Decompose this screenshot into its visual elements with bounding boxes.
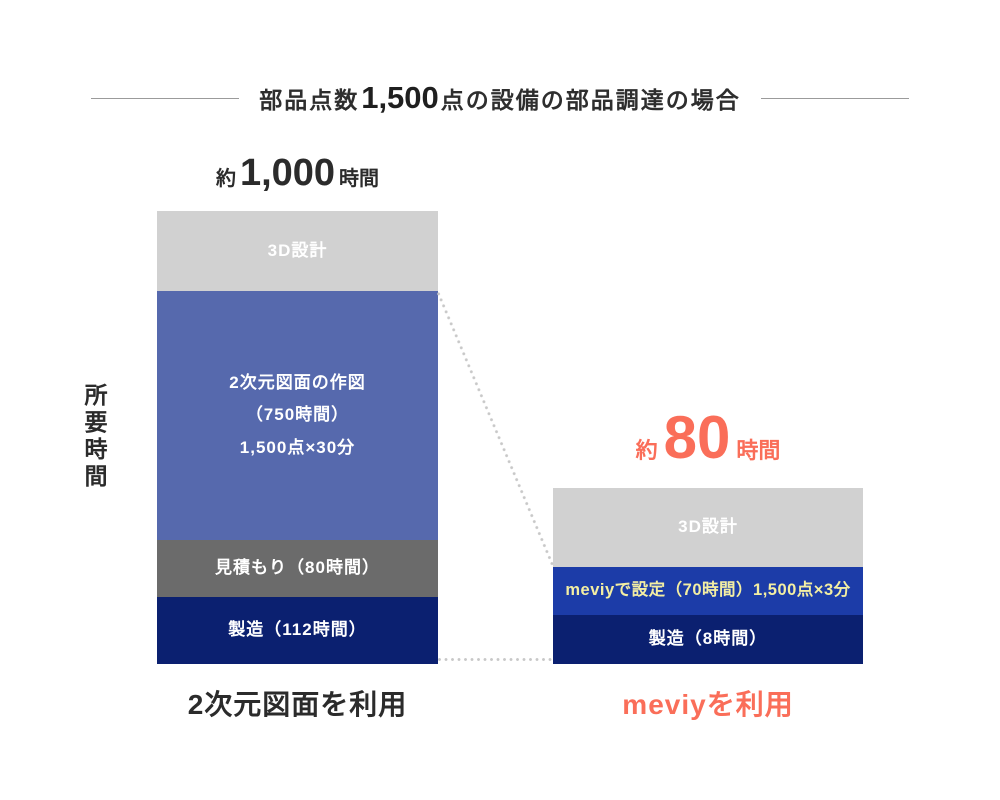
bar-meviy: 3D設計 meviyで設定（70時間）1,500点×3分 製造（8時間）	[553, 488, 863, 664]
category-label-meviy: meviyを利用	[622, 689, 794, 720]
chart-title-suffix: 点の設備の部品調達の場合	[440, 87, 741, 113]
segment-meviy-manufacturing-label: 製造（8時間）	[648, 629, 768, 649]
chart-header: 部品点数 1,500 点の設備の部品調達の場合	[0, 80, 1000, 116]
total-meviy-suffix: 時間	[736, 438, 781, 463]
total-label-meviy: 約 80 時間	[553, 408, 863, 468]
chart-title-highlight: 1,500	[361, 80, 439, 115]
segment-2d-quotation: 見積もり（80時間）	[157, 540, 438, 597]
total-meviy-value: 80	[663, 404, 731, 471]
segment-2d-drafting-line3: 1,500点×30分	[239, 437, 356, 457]
total-2d-prefix: 約	[215, 168, 236, 190]
chart-title-prefix: 部品点数	[259, 87, 360, 113]
title-rule-left	[91, 97, 240, 99]
segment-2d-3d-design-label: 3D設計	[267, 240, 328, 260]
segment-meviy-manufacturing: 製造（8時間）	[553, 615, 863, 664]
segment-meviy-3d-design: 3D設計	[553, 488, 863, 567]
connector-baseline-dotted-line	[438, 658, 553, 661]
segment-2d-3d-design: 3D設計	[157, 211, 438, 291]
connector-diagonal-dotted-line	[436, 291, 555, 568]
title-rule-right	[760, 97, 909, 99]
segment-2d-manufacturing-label: 製造（112時間）	[228, 620, 367, 640]
total-2d-suffix: 時間	[339, 168, 380, 190]
total-2d-value: 1,000	[239, 152, 336, 194]
total-meviy-prefix: 約	[635, 438, 658, 463]
segment-2d-quotation-label: 見積もり（80時間）	[215, 558, 380, 578]
total-label-2d: 約 1,000 時間	[157, 152, 438, 195]
bar-2d-drawings: 3D設計 2次元図面の作図 （750時間） 1,500点×30分 見積もり（80…	[157, 211, 438, 664]
segment-meviy-setup: meviyで設定（70時間）1,500点×3分	[553, 567, 863, 615]
segment-2d-drafting-line1: 2次元図面の作図	[229, 373, 366, 393]
chart-title: 部品点数 1,500 点の設備の部品調達の場合	[259, 80, 741, 116]
segment-2d-manufacturing: 製造（112時間）	[157, 597, 438, 664]
segment-meviy-3d-design-label: 3D設計	[678, 517, 738, 537]
category-label-2d: 2次元図面を利用	[187, 689, 408, 720]
segment-2d-drafting-line2: （750時間）	[245, 405, 350, 425]
y-axis-label: 所要時間	[81, 383, 107, 491]
segment-2d-drafting: 2次元図面の作図 （750時間） 1,500点×30分	[157, 291, 438, 540]
segment-meviy-setup-label: meviyで設定（70時間）1,500点×3分	[565, 581, 851, 600]
